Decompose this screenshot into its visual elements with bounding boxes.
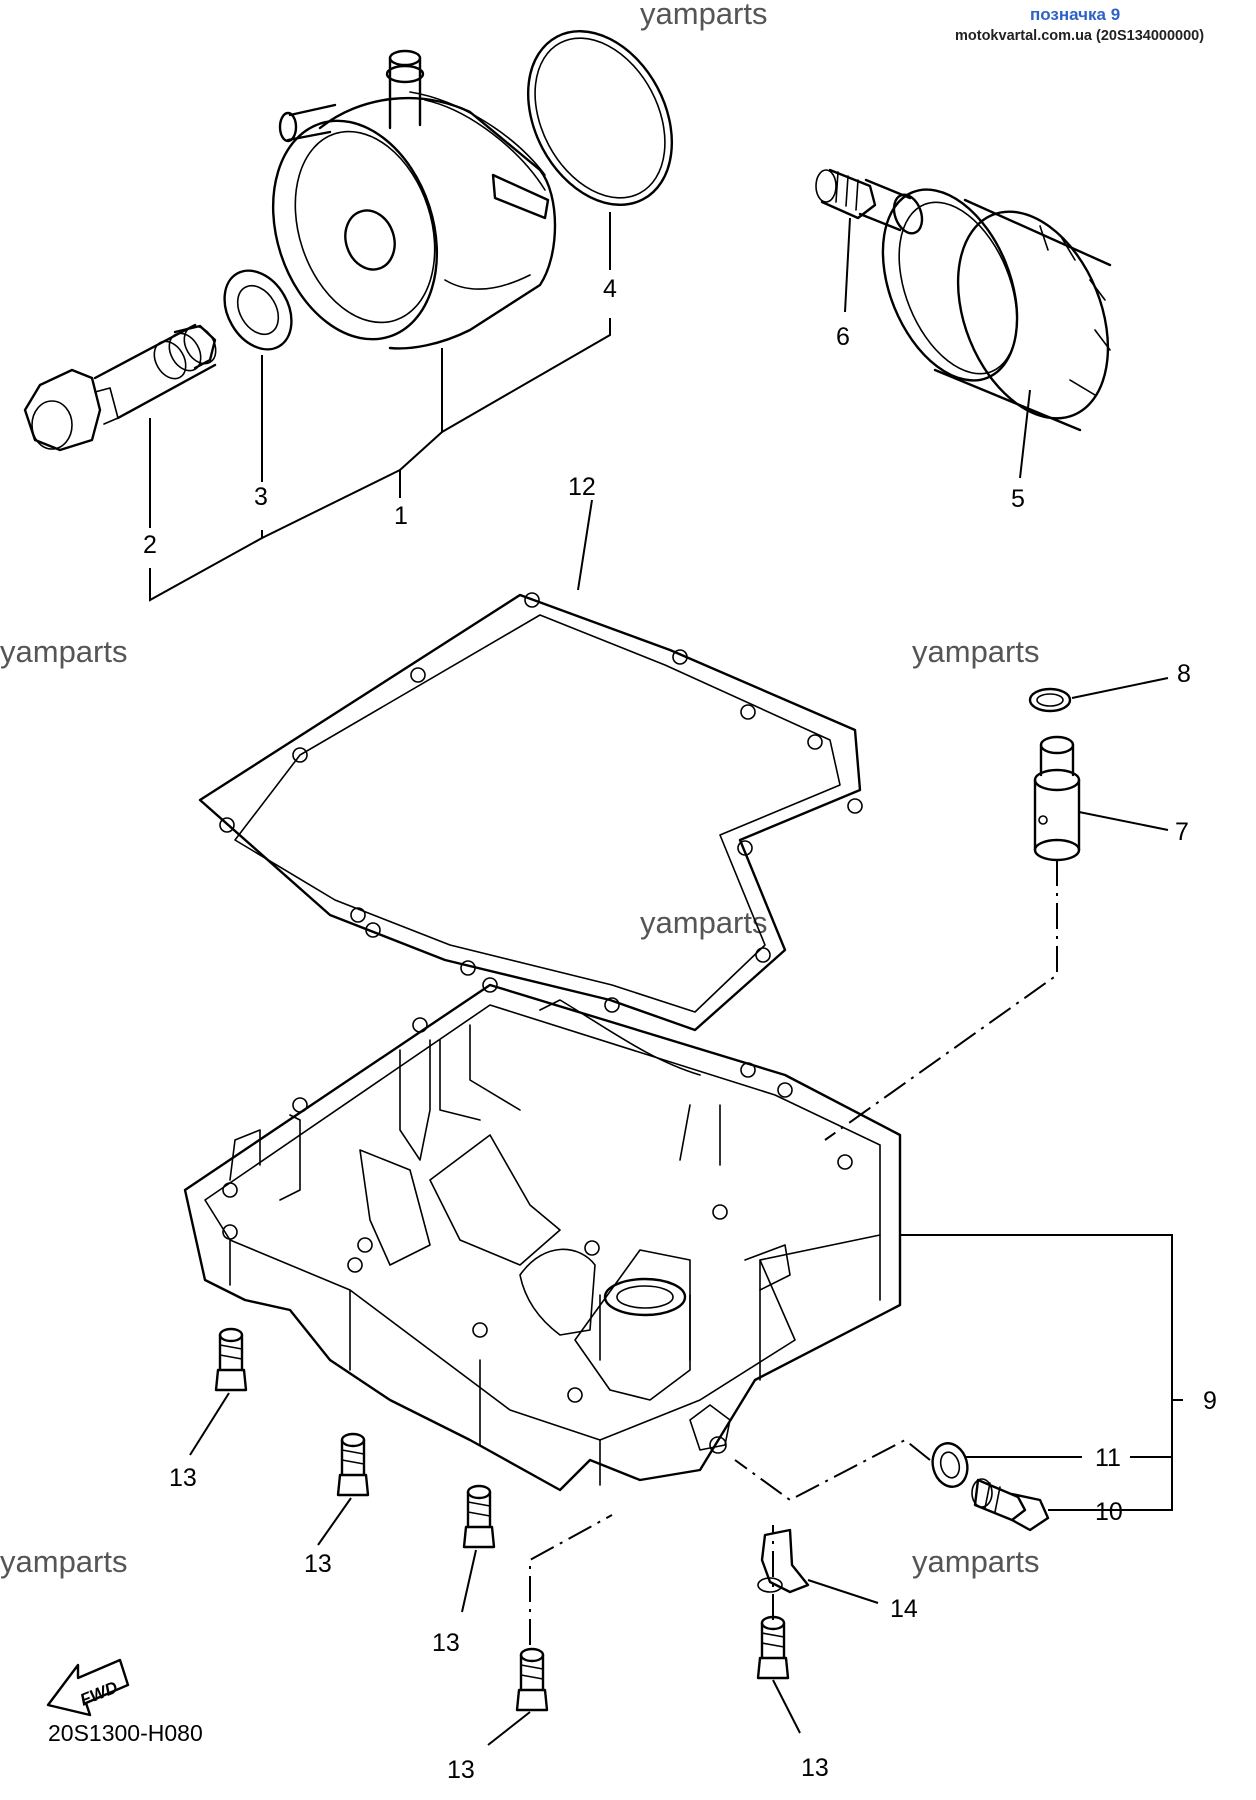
o-ring-part-4 [526,30,674,206]
callout-12: 12 [568,473,596,501]
header-badge: позначка 9 [1030,5,1120,24]
bolt-part-13-a [214,1327,248,1392]
callout-2: 2 [143,531,157,559]
oil-cooler-part [271,49,557,350]
watermark-left-lower: yamparts [0,1544,127,1579]
gasket-part-12 [198,592,863,1032]
callout-13-d: 13 [447,1756,475,1784]
union-bolt-part-2 [23,323,217,452]
callout-14: 14 [890,1595,918,1623]
callout-13-a: 13 [169,1464,197,1492]
washer-part-3 [223,269,293,351]
callout-6: 6 [836,323,850,351]
bracket-part-14 [757,1528,810,1594]
bolt-part-13-c [462,1484,496,1549]
callout-13-c: 13 [432,1629,460,1657]
callout-5: 5 [1011,485,1025,513]
callout-13-e: 13 [801,1754,829,1782]
callout-9: 9 [1203,1387,1217,1415]
forward-arrow-icon: FWD [46,1658,130,1717]
watermark-center: yamparts [640,905,767,940]
pipe-part-7 [1033,735,1081,862]
watermark-right-upper: yamparts [912,634,1039,669]
oil-filter-part-5 [881,188,1112,432]
diagram-code: 20S1300-H080 [48,1720,203,1746]
leader-lines [149,212,1183,1746]
watermark-left-upper: yamparts [0,634,127,669]
callout-3: 3 [254,483,268,511]
callout-13-b: 13 [304,1550,332,1578]
callout-1: 1 [394,502,408,530]
callout-11: 11 [1095,1444,1121,1472]
callout-7: 7 [1175,818,1189,846]
fwd-label: FWD [77,1678,120,1710]
bolt-part-13-b [336,1432,370,1497]
drain-bolt-part-10 [971,1478,1050,1532]
washer-part-11 [931,1442,969,1488]
callout-8: 8 [1177,660,1191,688]
assembly-lines [529,860,1058,1645]
callout-10: 10 [1095,1498,1123,1526]
bolt-part-13-d [515,1647,549,1712]
oil-pan-part-9 [183,977,902,1492]
callout-4: 4 [603,275,617,303]
o-ring-part-8 [1028,687,1072,713]
watermark-top: yamparts [640,0,767,31]
fitting-part-6 [815,168,924,235]
header-site: motokvartal.com.ua (20S134000000) [955,28,1204,44]
bolt-part-13-e [756,1615,790,1680]
watermark-right-lower: yamparts [912,1544,1039,1579]
